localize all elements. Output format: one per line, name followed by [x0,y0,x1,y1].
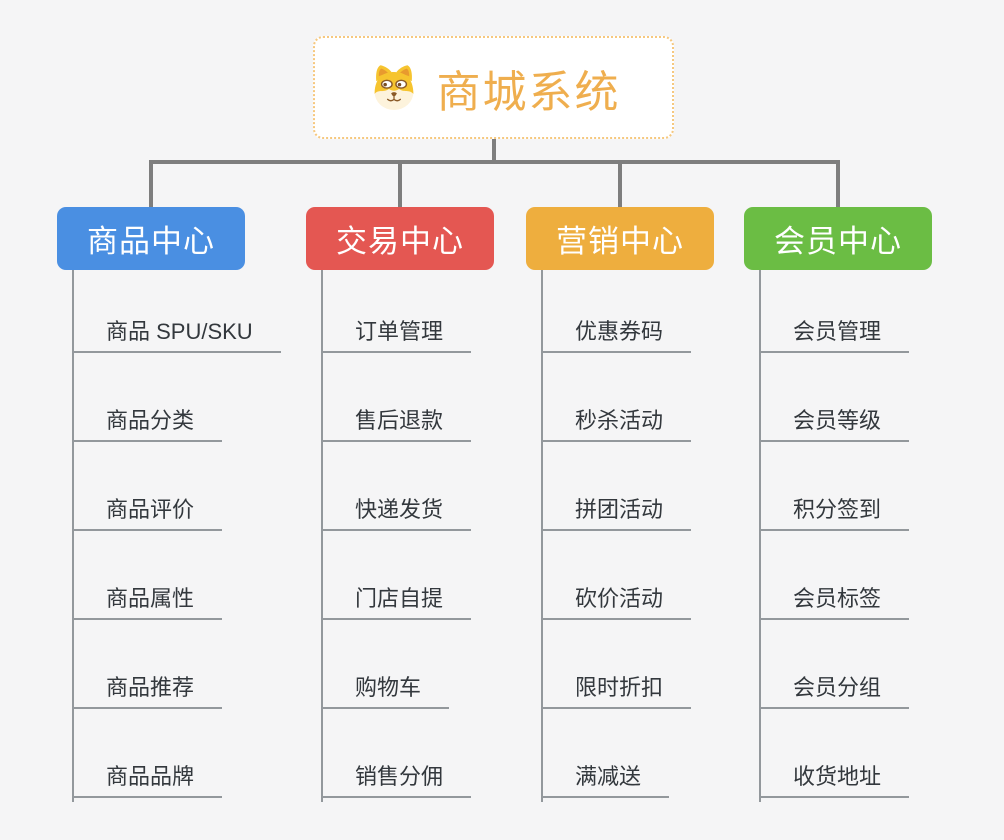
connector-root-stub [492,139,496,164]
root-title: 商城系统 [436,67,621,117]
leaf-node-shipping-address[interactable]: 收货地址 [759,756,910,798]
branch-label: 会员中心 [774,224,902,259]
connector-bus [149,160,840,164]
leaf-node-express-delivery[interactable]: 快递发货 [321,489,472,531]
branch-marketing-center: 营销中心 优惠券码 秒杀活动 拼团活动 砍价活动 限时折扣 满减送 [526,207,776,807]
leaf-node-product-recommend[interactable]: 商品推荐 [72,667,223,709]
leaf-node-member-tags[interactable]: 会员标签 [759,578,910,620]
branch-node-trade-center[interactable]: 交易中心 [306,207,494,270]
leaf-node-bargain-activity[interactable]: 砍价活动 [541,578,692,620]
leaf-node-product-attribute[interactable]: 商品属性 [72,578,223,620]
branch-label: 交易中心 [336,224,464,259]
leaf-node-shopping-cart[interactable]: 购物车 [321,667,450,709]
leaf-node-store-pickup[interactable]: 门店自提 [321,578,472,620]
leaf-node-spend-save-promo[interactable]: 满减送 [541,756,670,798]
leaf-node-order-management[interactable]: 订单管理 [321,311,472,353]
branch-node-member-center[interactable]: 会员中心 [744,207,932,270]
leaf-node-limited-time-discount[interactable]: 限时折扣 [541,667,692,709]
leaf-node-product-brand[interactable]: 商品品牌 [72,756,223,798]
connector-drop-marketing-center [618,160,622,208]
leaf-node-member-groups[interactable]: 会员分组 [759,667,910,709]
leaf-node-member-level[interactable]: 会员等级 [759,400,910,442]
root-node[interactable]: 商城系统 [313,36,674,139]
leaf-node-product-review[interactable]: 商品评价 [72,489,223,531]
connector-drop-member-center [836,160,840,208]
branch-trade-center: 交易中心 订单管理 售后退款 快递发货 门店自提 购物车 销售分佣 [306,207,556,807]
leaf-node-coupon-code[interactable]: 优惠券码 [541,311,692,353]
branch-label: 营销中心 [556,224,684,259]
branch-node-marketing-center[interactable]: 营销中心 [526,207,714,270]
leaf-node-sales-commission[interactable]: 销售分佣 [321,756,472,798]
leaf-node-member-management[interactable]: 会员管理 [759,311,910,353]
branch-node-product-center[interactable]: 商品中心 [57,207,245,270]
branch-child-line [72,270,74,802]
branch-child-line [759,270,761,802]
leaf-node-after-sales-refund[interactable]: 售后退款 [321,400,472,442]
branch-product-center: 商品中心 商品 SPU/SKU 商品分类 商品评价 商品属性 商品推荐 商品品牌 [57,207,307,807]
branch-child-line [541,270,543,802]
shiba-dog-icon [374,64,413,110]
branch-member-center: 会员中心 会员管理 会员等级 积分签到 会员标签 会员分组 收货地址 [744,207,994,807]
branch-child-line [321,270,323,802]
leaf-node-flash-sale[interactable]: 秒杀活动 [541,400,692,442]
leaf-node-product-category[interactable]: 商品分类 [72,400,223,442]
leaf-node-group-buy[interactable]: 拼团活动 [541,489,692,531]
leaf-node-points-checkin[interactable]: 积分签到 [759,489,910,531]
branch-label: 商品中心 [87,224,215,259]
connector-drop-product-center [149,160,153,208]
leaf-node-product-spu-sku[interactable]: 商品 SPU/SKU [72,311,281,353]
connector-drop-trade-center [398,160,402,208]
